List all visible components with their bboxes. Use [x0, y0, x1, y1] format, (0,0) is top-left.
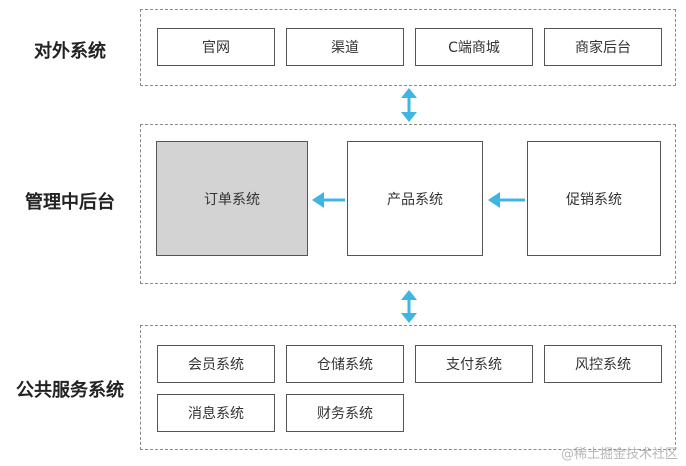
- box-member-system: 会员系统: [157, 345, 275, 383]
- box-channel: 渠道: [286, 28, 404, 66]
- box-official-site: 官网: [157, 28, 275, 66]
- double-arrow-middle-common: [401, 290, 417, 323]
- box-product-system: 产品系统: [347, 141, 483, 256]
- management-platform-group: [140, 124, 676, 284]
- box-warehouse-system: 仓储系统: [286, 345, 404, 383]
- external-systems-group: [140, 9, 676, 86]
- box-order-system: 订单系统: [156, 141, 308, 256]
- box-payment-system: 支付系统: [415, 345, 533, 383]
- box-promotion-system: 促销系统: [527, 141, 661, 256]
- layer-label-external: 对外系统: [34, 41, 106, 62]
- box-finance-system: 财务系统: [286, 394, 404, 432]
- watermark: @稀土掘金技术社区: [560, 447, 678, 462]
- box-message-system: 消息系统: [157, 394, 275, 432]
- common-services-group: [140, 325, 676, 450]
- layer-label-middle: 管理中后台: [25, 192, 115, 213]
- box-risk-control-system: 风控系统: [544, 345, 662, 383]
- double-arrow-external-middle: [401, 88, 417, 122]
- box-c-mall: C端商城: [415, 28, 533, 66]
- layer-label-common: 公共服务系统: [16, 380, 124, 401]
- box-merchant-admin: 商家后台: [544, 28, 662, 66]
